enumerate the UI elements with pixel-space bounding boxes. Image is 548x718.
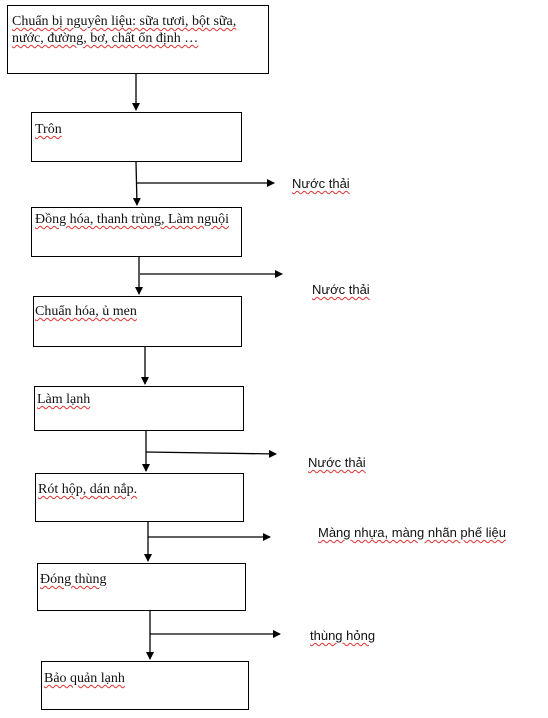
step-label-7: Đóng thùng xyxy=(40,572,107,587)
arrow-step2-to-step3 xyxy=(132,161,141,206)
step-box-8 xyxy=(41,661,249,710)
step-label-3: Đồng hóa, thanh trùng, Làm nguội xyxy=(35,212,230,227)
step-box-7 xyxy=(37,563,246,611)
step-label-2: Trôn xyxy=(35,122,62,137)
step-box-6 xyxy=(35,473,244,522)
arrow-output-3 xyxy=(145,449,277,458)
output-label-3: Nước thải xyxy=(308,455,366,470)
step-box-4 xyxy=(33,296,242,347)
output-label-2: Nước thải xyxy=(312,282,370,297)
output-label-5: thùng hỏng xyxy=(310,628,376,643)
output-label-1: Nước thải xyxy=(292,176,350,191)
step-box-3 xyxy=(31,207,242,257)
step-label-8: Bảo quản lạnh xyxy=(44,671,125,686)
step-label-6: Rót hộp, dán nắp. xyxy=(38,482,138,497)
step-box-2 xyxy=(31,112,242,162)
step-box-1 xyxy=(7,5,269,74)
step-label-5: Làm lạnh xyxy=(37,392,91,407)
step-box-5 xyxy=(34,386,244,431)
output-label-4: Màng nhựa, màng nhãn phế liệu xyxy=(318,525,506,540)
step-label-1: Chuẩn bị nguyên liệu: sữa tươi, bột sữa,… xyxy=(12,14,237,46)
step-label-4: Chuẩn hóa, ủ men xyxy=(35,304,137,319)
